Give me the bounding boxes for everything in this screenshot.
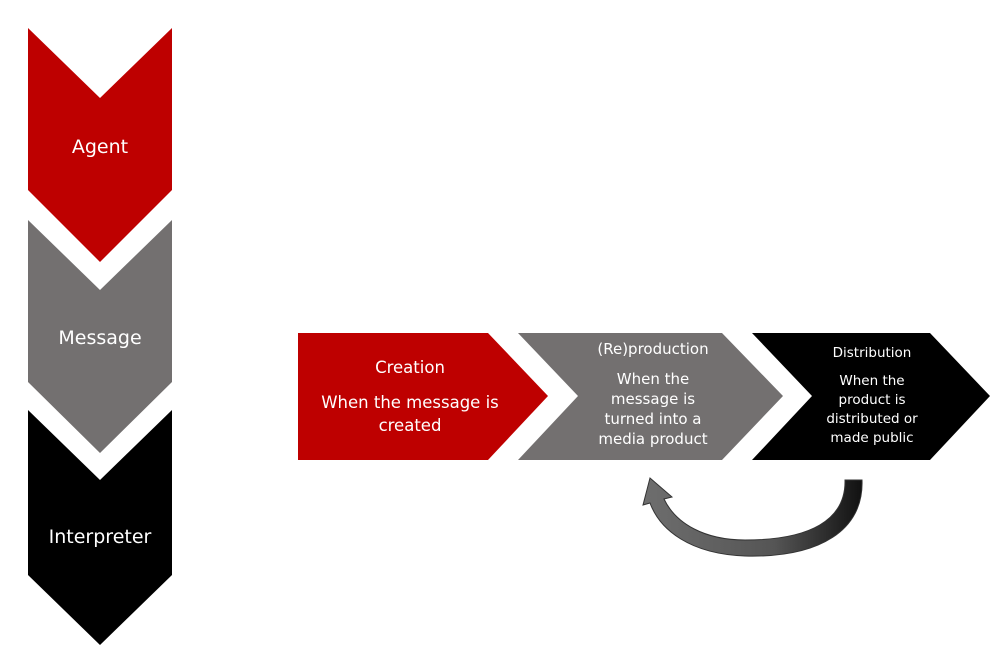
step-desc-creation: When the message is created [321, 393, 499, 435]
step-title-distribution: Distribution [832, 345, 912, 361]
step-desc-reproduction: When the message is turned into a media … [598, 370, 708, 448]
step-title-reproduction: (Re)production [597, 340, 709, 358]
chevron-label-interpreter: Interpreter [48, 526, 152, 548]
chevron-label-message: Message [58, 327, 142, 349]
arrow-reproduction [518, 333, 783, 460]
step-desc-distribution: When the product is distributed or made … [826, 373, 918, 446]
chevron-interpreter [28, 410, 172, 645]
chevron-label-agent: Agent [71, 136, 129, 158]
step-title-creation: Creation [375, 358, 445, 377]
arrow-creation [298, 333, 548, 460]
loop-arrow-icon [642, 477, 863, 557]
arrow-distribution [752, 333, 990, 460]
chevron-message [28, 220, 172, 453]
chevron-agent [28, 28, 172, 262]
